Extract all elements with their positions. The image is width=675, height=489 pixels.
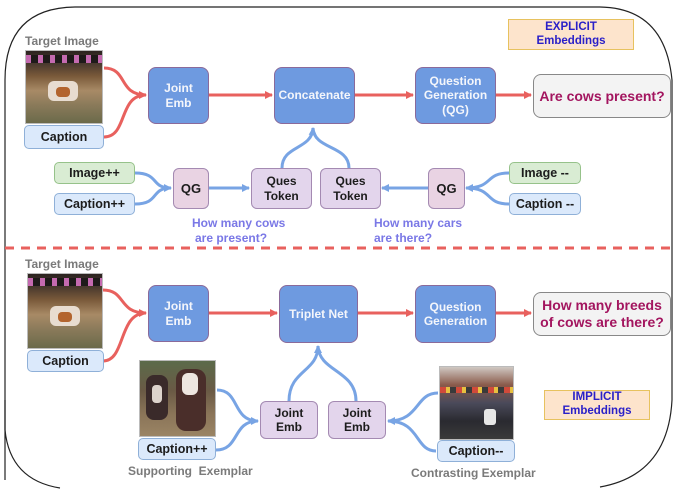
label-line: Token bbox=[333, 188, 368, 203]
label-line: Question bbox=[429, 73, 482, 88]
text-line: are there? bbox=[374, 231, 433, 245]
qg-left-box: QG bbox=[173, 168, 209, 209]
question-generation-box: Question Generation (QG) bbox=[415, 67, 496, 124]
contrast-caption-box: Caption-- bbox=[437, 440, 515, 462]
label-line: Joint bbox=[164, 81, 193, 96]
label-line: Question bbox=[429, 299, 482, 314]
target-image-label: Target Image bbox=[25, 34, 99, 48]
supporting-exemplar-label: Supporting Exemplar bbox=[128, 464, 253, 478]
explicit-embeddings-tag: EXPLICIT Embeddings bbox=[508, 19, 634, 50]
tag-line-1: IMPLICIT bbox=[572, 391, 622, 404]
tag-line-2: Embeddings bbox=[536, 34, 606, 47]
joint-emb-contrast-box: Joint Emb bbox=[328, 401, 386, 439]
contrasting-exemplar-image bbox=[439, 366, 514, 440]
contrasting-exemplar-label: Contrasting Exemplar bbox=[411, 466, 536, 480]
qg-right-box: QG bbox=[428, 168, 465, 209]
caption-minus-box: Caption -- bbox=[509, 193, 581, 215]
image-plus-box: Image++ bbox=[54, 162, 135, 184]
label-line: (QG) bbox=[442, 102, 469, 117]
label-line: Joint bbox=[274, 405, 304, 420]
question-cars-text: How many cars are there? bbox=[374, 216, 462, 246]
target-image-label-implicit: Target Image bbox=[25, 257, 99, 271]
label-line: Joint bbox=[164, 299, 193, 314]
text-line: How many cars bbox=[374, 216, 463, 230]
question-cows-text: How many cows are present? bbox=[192, 216, 285, 246]
tag-line-1: EXPLICIT bbox=[545, 20, 597, 33]
label-line: Token bbox=[264, 188, 299, 203]
joint-emb-support-box: Joint Emb bbox=[260, 401, 318, 439]
triplet-net-box: Triplet Net bbox=[279, 285, 358, 343]
label-line: Emb bbox=[165, 95, 192, 110]
supporting-exemplar-image bbox=[139, 360, 216, 437]
generated-question-implicit: How many breeds of cows are there? bbox=[533, 292, 671, 336]
label-line: Emb bbox=[275, 420, 302, 434]
implicit-embeddings-tag: IMPLICIT Embeddings bbox=[544, 390, 650, 420]
tag-line-2: Embeddings bbox=[562, 405, 632, 417]
target-image-cows-implicit bbox=[27, 273, 103, 349]
image-minus-box: Image -- bbox=[509, 162, 581, 184]
label-line: Joint bbox=[342, 405, 372, 420]
text-line: are present? bbox=[195, 231, 268, 245]
generated-question-explicit: Are cows present? bbox=[533, 74, 671, 118]
label-line: Ques bbox=[266, 174, 297, 189]
label-line: Generation bbox=[423, 314, 488, 328]
text-line: of cows are there? bbox=[540, 314, 664, 330]
text-line: How many breeds bbox=[542, 297, 662, 314]
support-caption-box: Caption++ bbox=[138, 438, 216, 460]
label-line: Ques bbox=[335, 174, 366, 189]
outer-frame bbox=[4, 6, 673, 488]
target-image-cows bbox=[25, 50, 103, 124]
caption-box-implicit: Caption bbox=[27, 350, 104, 372]
joint-emb-box: Joint Emb bbox=[148, 67, 209, 124]
ques-token-box-1: Ques Token bbox=[251, 168, 312, 209]
caption-box: Caption bbox=[24, 125, 104, 149]
question-generation-box-implicit: Question Generation bbox=[415, 285, 496, 343]
label-line: Emb bbox=[343, 420, 370, 434]
joint-emb-box-implicit: Joint Emb bbox=[148, 285, 209, 342]
label-line: Generation bbox=[423, 88, 488, 103]
label-line: Emb bbox=[165, 313, 192, 328]
concatenate-box: Concatenate bbox=[274, 67, 355, 124]
text-line: How many cows bbox=[192, 216, 286, 230]
caption-plus-box: Caption++ bbox=[54, 193, 135, 215]
ques-token-box-2: Ques Token bbox=[320, 168, 381, 209]
